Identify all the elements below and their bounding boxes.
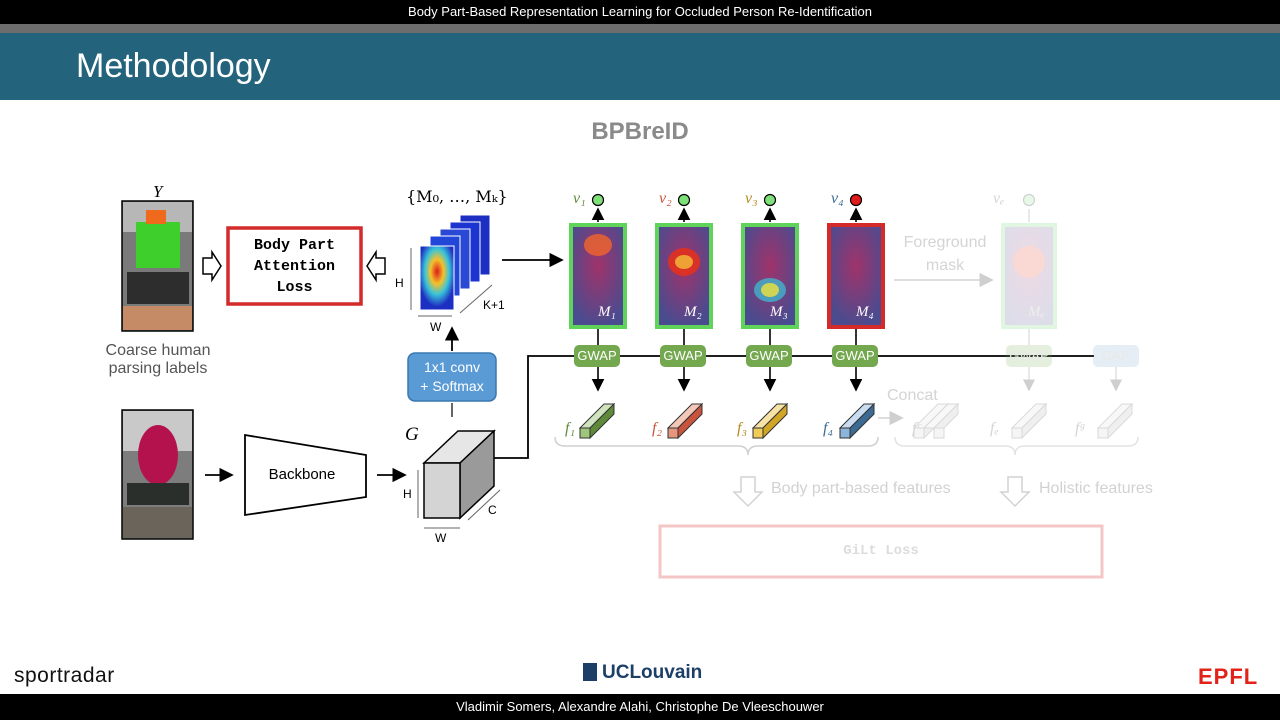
feature-fg-label: fᵍ bbox=[1075, 420, 1085, 437]
gwap-block-2: GWAP bbox=[660, 345, 706, 367]
mask-m3 bbox=[741, 223, 799, 329]
g-label: G bbox=[405, 424, 419, 445]
hollow-arrow-left bbox=[366, 249, 386, 283]
feature-f2 bbox=[666, 402, 704, 440]
bpa-loss-box bbox=[226, 226, 363, 306]
authors: Vladimir Somers, Alexandre Alahi, Christ… bbox=[456, 699, 824, 714]
gwap-foreground: GWAP bbox=[1009, 348, 1049, 363]
gilt-loss-box bbox=[658, 524, 1104, 579]
parsing-label-image bbox=[121, 200, 194, 332]
feature-map-cube bbox=[422, 429, 496, 520]
cube-width-label: W bbox=[435, 531, 447, 545]
gwap-block-3: GWAP bbox=[746, 345, 792, 367]
feature-f3 bbox=[751, 402, 789, 440]
mask-m2 bbox=[655, 223, 713, 329]
maps-k-label: K+1 bbox=[483, 298, 505, 312]
gwap-block-1: GWAP bbox=[574, 345, 620, 367]
mask-m4 bbox=[827, 223, 885, 329]
feature-f3-label: f₃ bbox=[737, 420, 748, 437]
feature-f1 bbox=[578, 402, 616, 440]
hollow-arrow-right bbox=[202, 249, 222, 283]
maps-height-label: H bbox=[395, 276, 404, 290]
uclouvain-logo: UCLouvain bbox=[583, 662, 702, 684]
feature-f4-label: f₄ bbox=[823, 420, 834, 437]
mask-m1 bbox=[569, 223, 627, 329]
visibility-v3-label: v₃ bbox=[745, 190, 758, 207]
visibility-v4-label: v₄ bbox=[831, 190, 844, 207]
feature-fc-label: fᶜ bbox=[912, 420, 921, 437]
masks-set-label: {M₀, …, Mₖ} bbox=[406, 187, 508, 206]
diagram-title: BPBreID bbox=[591, 118, 689, 145]
visibility-vf-label: vₑ bbox=[993, 190, 1005, 207]
body-part-features-label: Body part-based features bbox=[771, 480, 951, 497]
sportradar-logo: sportradar bbox=[14, 664, 115, 687]
cube-channels-label: C bbox=[488, 503, 497, 517]
backbone-block bbox=[244, 433, 367, 517]
conv-softmax-label: 1x1 conv + Softmax bbox=[420, 359, 484, 394]
feature-f2-label: f₂ bbox=[652, 420, 663, 437]
uclouvain-mark-icon bbox=[583, 663, 597, 681]
mask-m4-label: M₄ bbox=[856, 304, 874, 320]
feature-f1-label: f₁ bbox=[565, 420, 576, 437]
header-divider bbox=[0, 24, 1280, 33]
cube-height-label: H bbox=[403, 487, 412, 501]
epfl-logo: EPFL bbox=[1198, 664, 1259, 689]
foreground-mask-label: Foreground mask bbox=[903, 234, 987, 274]
talk-title: Body Part-Based Representation Learning … bbox=[408, 4, 872, 19]
gwap-block-4: GWAP bbox=[832, 345, 878, 367]
mask-m2-label: M₂ bbox=[684, 304, 702, 320]
gap-block: GAP bbox=[1102, 348, 1130, 363]
slide-header: Methodology bbox=[0, 33, 1280, 100]
maps-width-label: W bbox=[430, 320, 442, 334]
backbone-label: Backbone bbox=[268, 466, 336, 483]
concat-label: Concat bbox=[887, 387, 938, 404]
talk-title-bar: Body Part-Based Representation Learning … bbox=[0, 0, 1280, 24]
mask-m3-label: M₃ bbox=[770, 304, 788, 320]
conv-softmax-box bbox=[407, 352, 497, 402]
mask-mf-label: Mₑ bbox=[1028, 304, 1045, 320]
input-person-image bbox=[121, 409, 194, 540]
y-label: Y bbox=[153, 182, 163, 201]
gilt-loss-label: GiLt Loss bbox=[843, 543, 919, 559]
mask-m1-label: M₁ bbox=[598, 304, 616, 320]
holistic-branch bbox=[912, 193, 1139, 440]
feature-ff-label: fₑ bbox=[990, 420, 999, 437]
attention-maps-stack bbox=[419, 214, 491, 311]
visibility-v2-label: v₂ bbox=[659, 190, 672, 207]
coarse-labels-caption: Coarse human parsing labels bbox=[105, 342, 211, 377]
feature-f4 bbox=[838, 402, 876, 440]
slide-title: Methodology bbox=[76, 47, 271, 85]
bpa-loss-label: Body Part Attention Loss bbox=[253, 237, 335, 296]
holistic-features-label: Holistic features bbox=[1039, 480, 1153, 497]
visibility-v1-label: v₁ bbox=[573, 190, 586, 207]
authors-bar: Vladimir Somers, Alexandre Alahi, Christ… bbox=[0, 694, 1280, 720]
